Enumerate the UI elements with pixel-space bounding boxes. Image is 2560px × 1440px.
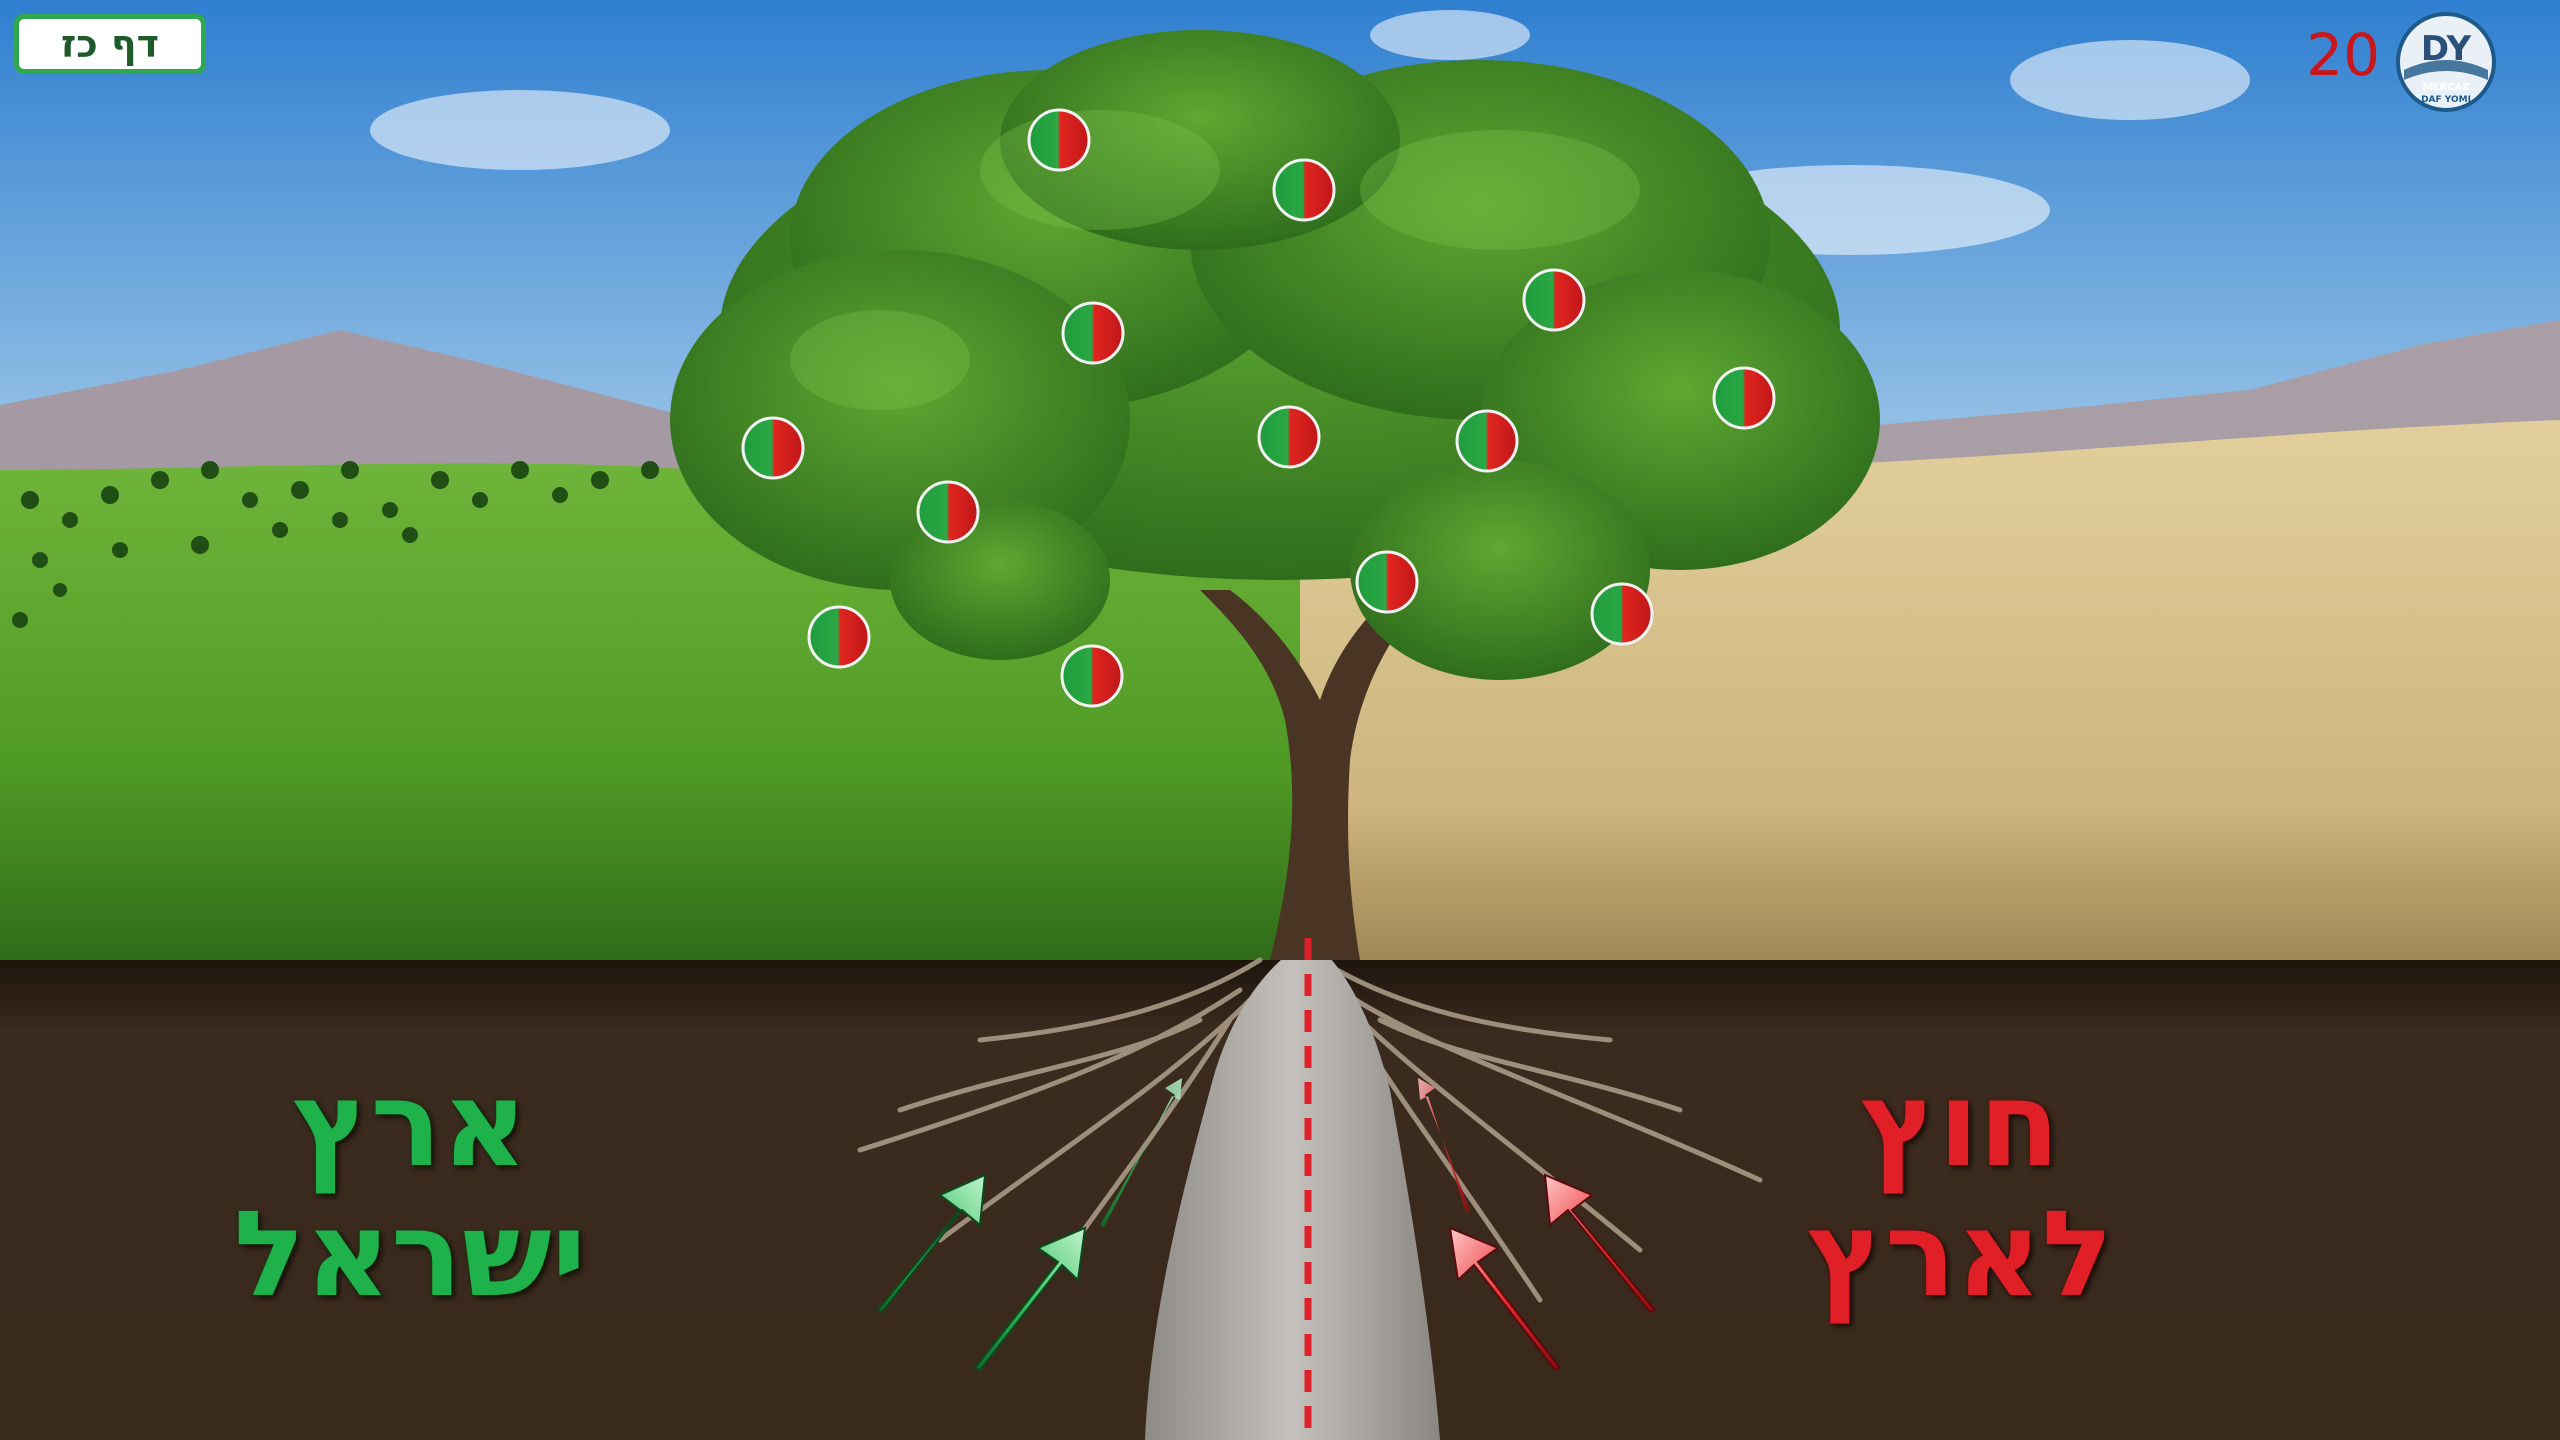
label-chutz-laaretz: חוץ לארץ xyxy=(1780,1060,2140,1320)
fruit xyxy=(743,418,803,478)
daf-badge[interactable]: דף כז xyxy=(14,14,206,74)
fruit xyxy=(1457,411,1517,471)
label-eretz-yisrael: ארץ ישראל xyxy=(200,1060,620,1320)
label-chutz-laaretz-line2: לארץ xyxy=(1780,1190,2140,1320)
mercaz-daf-yomi-logo: DY MERCAZ DAF YOMI xyxy=(2394,10,2498,114)
label-chutz-laaretz-line1: חוץ xyxy=(1780,1060,2140,1190)
logo-initials: DY xyxy=(2421,29,2472,69)
fruit xyxy=(1274,160,1334,220)
fruit xyxy=(1524,270,1584,330)
fruit xyxy=(1714,368,1774,428)
logo-line1: MERCAZ xyxy=(2423,82,2470,93)
fruit xyxy=(1592,584,1652,644)
fruit xyxy=(1029,110,1089,170)
fruit xyxy=(1259,407,1319,467)
daf-badge-label: דף כז xyxy=(61,22,159,66)
slide-number: 20 xyxy=(2290,20,2380,90)
fruit xyxy=(1063,303,1123,363)
label-eretz-yisrael-line1: ארץ xyxy=(200,1060,620,1190)
fruit xyxy=(918,482,978,542)
fruit xyxy=(809,607,869,667)
logo-line2: DAF YOMI xyxy=(2421,95,2471,105)
fruit xyxy=(1062,646,1122,706)
fruit xyxy=(1357,552,1417,612)
label-eretz-yisrael-line2: ישראל xyxy=(200,1190,620,1320)
